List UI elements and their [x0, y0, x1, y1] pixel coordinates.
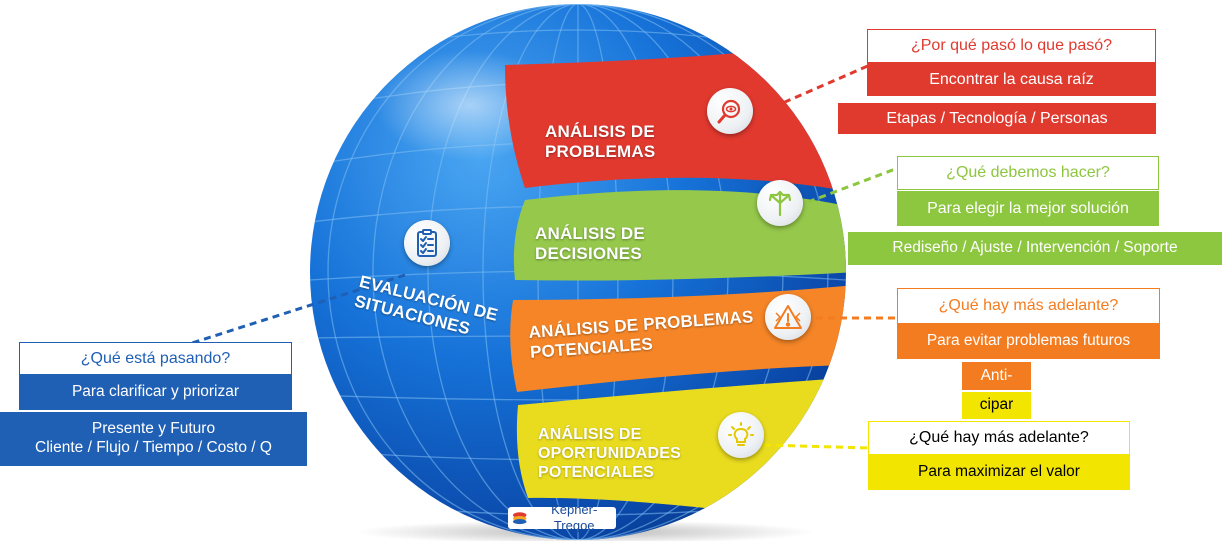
kt-logo-mark-icon	[512, 512, 527, 525]
brand-text: Kepner-Tregoe	[551, 502, 598, 533]
label-problemas: ANÁLISIS DE PROBLEMAS	[545, 122, 655, 163]
connector-situaciones	[191, 273, 406, 345]
callout-decisiones-question: ¿Qué debemos hacer?	[897, 156, 1159, 190]
connectors	[191, 63, 899, 450]
connector-oportunidades	[763, 443, 871, 450]
callout-potenciales-purpose: Para evitar problemas futuros	[897, 324, 1160, 359]
label-problemas-line2: PROBLEMAS	[545, 142, 656, 162]
label-oportunidades-line1: ANÁLISIS DE	[538, 426, 642, 443]
callout-decisiones-purpose: Para elegir la mejor solución	[897, 191, 1159, 226]
callout-situaciones-detail: Presente y Futuro Cliente / Flujo / Tiem…	[0, 412, 307, 466]
callout-situaciones-detail-line2: Cliente / Flujo / Tiempo / Costo / Q	[35, 439, 272, 456]
kepner-tregoe-logo: Kepner-Tregoe	[508, 502, 616, 533]
label-oportunidades-line2: OPORTUNIDADES	[538, 445, 682, 463]
callout-decisiones-detail: Rediseño / Ajuste / Intervención / Sopor…	[848, 232, 1222, 265]
label-decisiones-line2: DECISIONES	[535, 244, 642, 264]
callout-oportunidades-question: ¿Qué hay más adelante?	[868, 421, 1130, 455]
warning-triangle-icon	[765, 294, 811, 340]
callout-situaciones-purpose: Para clarificar y priorizar	[19, 375, 292, 410]
split-arrows-icon	[757, 180, 803, 226]
lightbulb-icon	[718, 412, 764, 458]
band-problemas	[505, 48, 840, 190]
callout-potenciales-detail-1: Anti-	[962, 362, 1031, 390]
connector-decisiones	[807, 166, 899, 204]
label-decisiones: ANÁLISIS DE DECISIONES	[535, 224, 645, 265]
callout-oportunidades-purpose: Para maximizar el valor	[868, 455, 1130, 490]
callout-problemas-detail: Etapas / Tecnología / Personas	[838, 103, 1156, 134]
callout-potenciales-question: ¿Qué hay más adelante?	[897, 288, 1160, 324]
label-oportunidades: ANÁLISIS DE OPORTUNIDADES POTENCIALES	[538, 425, 681, 483]
callout-situaciones-question: ¿Qué está pasando?	[19, 342, 292, 375]
callout-problemas-purpose: Encontrar la causa raíz	[867, 63, 1156, 96]
clipboard-checklist-icon	[404, 220, 450, 266]
label-oportunidades-line3: POTENCIALES	[538, 464, 654, 482]
label-decisiones-line1: ANÁLISIS DE	[535, 224, 645, 243]
label-problemas-line1: ANÁLISIS DE	[545, 122, 655, 141]
callout-situaciones-detail-line1: Presente y Futuro	[91, 420, 216, 438]
callout-potenciales-detail-2: cipar	[962, 392, 1031, 419]
connector-problemas	[761, 63, 871, 114]
eye-magnifier-icon	[707, 88, 753, 134]
callout-problemas-question: ¿Por qué pasó lo que pasó?	[867, 29, 1156, 63]
